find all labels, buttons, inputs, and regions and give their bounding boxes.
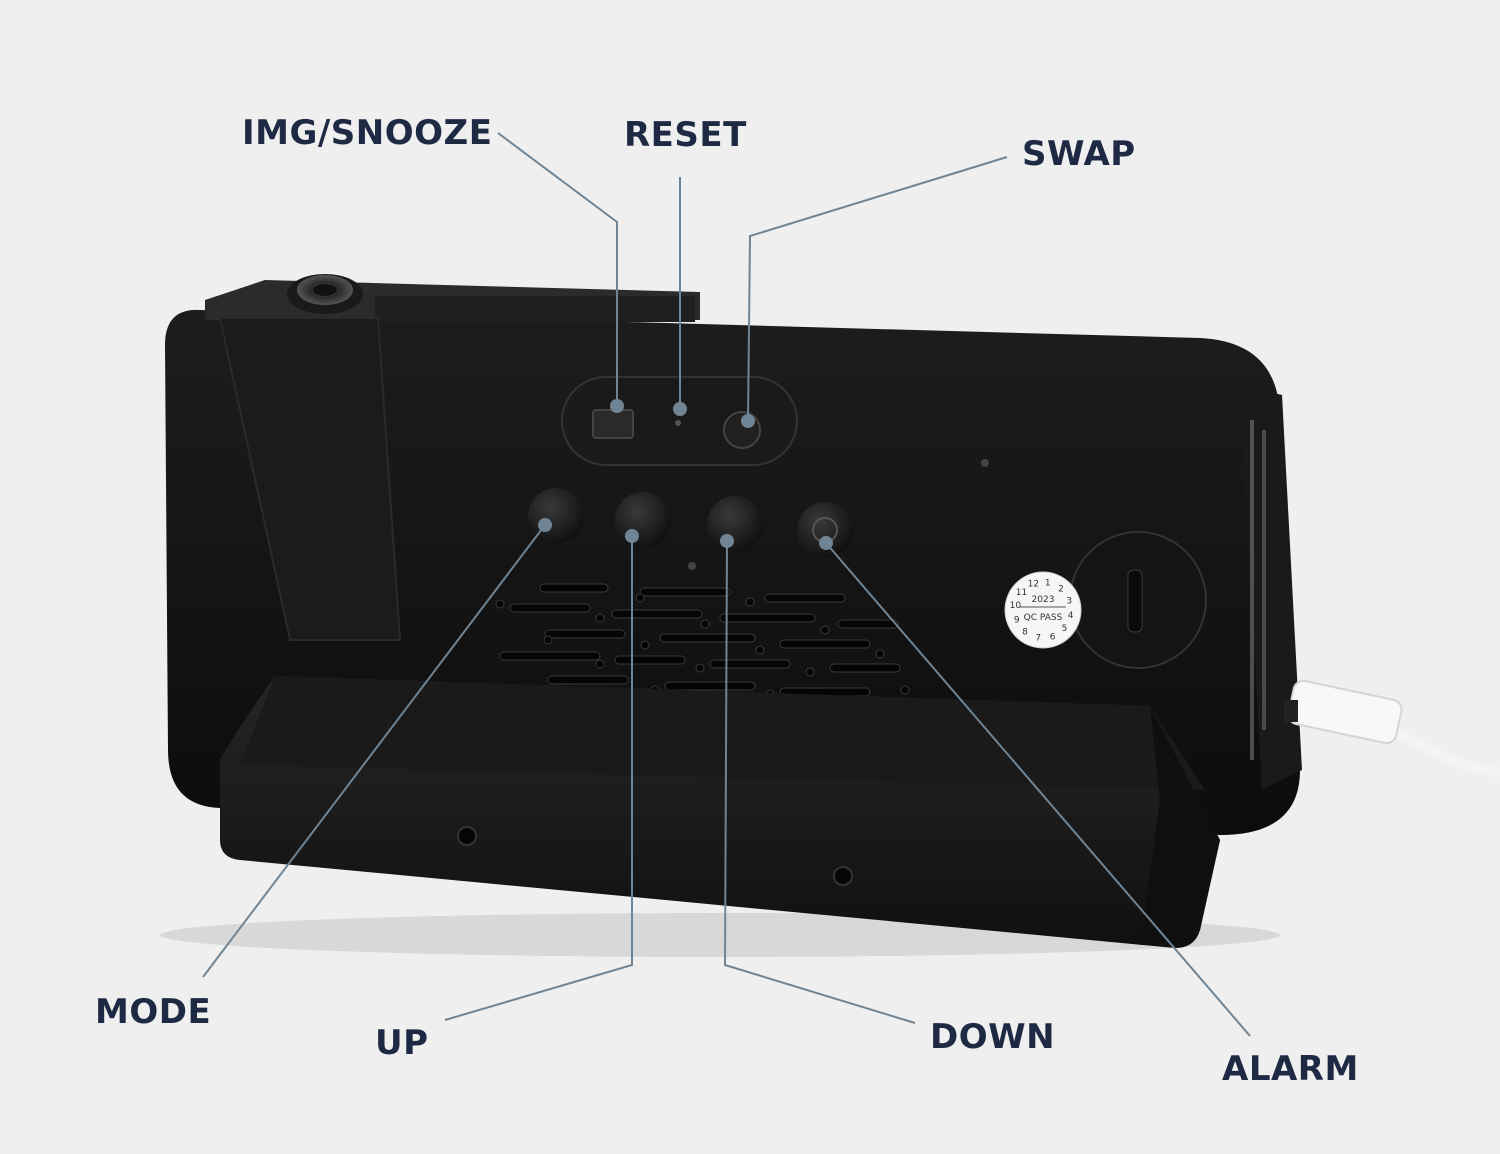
battery-slot bbox=[1127, 569, 1143, 633]
small-hole bbox=[688, 562, 696, 570]
mic-hole bbox=[981, 459, 989, 467]
dial-number: 7 bbox=[1035, 634, 1041, 644]
dial-number: 12 bbox=[1028, 580, 1039, 590]
mode-label: MODE bbox=[95, 992, 212, 1032]
stand-screw-left bbox=[457, 826, 477, 846]
projector-flap bbox=[218, 317, 402, 641]
dial-number: 8 bbox=[1022, 628, 1028, 638]
up-leader bbox=[444, 536, 633, 1021]
usb-cable bbox=[1284, 679, 1500, 777]
up-label: UP bbox=[375, 1023, 429, 1063]
swap-leader bbox=[747, 156, 1008, 421]
leader-dots bbox=[538, 399, 833, 550]
alarm-button bbox=[797, 502, 853, 558]
side-label bbox=[1250, 420, 1266, 760]
reset-label: RESET bbox=[624, 115, 747, 155]
dial-number: 1 bbox=[1045, 578, 1051, 588]
dial-number: 10 bbox=[1010, 601, 1022, 611]
alarm-leader bbox=[825, 542, 1251, 1037]
swap-label: SWAP bbox=[1022, 134, 1136, 174]
front-buttons bbox=[528, 488, 853, 558]
down-leader bbox=[723, 540, 916, 1024]
img-snooze-leader bbox=[497, 132, 618, 405]
reset-hole bbox=[675, 420, 681, 426]
alarm-label: ALARM bbox=[1222, 1049, 1359, 1089]
lens-center bbox=[313, 284, 337, 296]
dial-number: 2 bbox=[1058, 585, 1064, 595]
down-label: DOWN bbox=[930, 1017, 1056, 1057]
top-plate bbox=[375, 296, 695, 322]
mode-leader bbox=[202, 524, 546, 978]
dial-number: 4 bbox=[1068, 611, 1074, 621]
img-snooze-label: IMG/SNOOZE bbox=[242, 113, 493, 153]
dial-number: 9 bbox=[1014, 616, 1020, 626]
stand-screw-right bbox=[833, 866, 853, 886]
clock-side bbox=[1240, 385, 1302, 790]
sticker-year: 2023 bbox=[1032, 595, 1055, 605]
dial-number: 5 bbox=[1062, 624, 1068, 634]
img-snooze-button bbox=[592, 409, 634, 439]
up-button bbox=[615, 492, 671, 548]
dial-number: 6 bbox=[1050, 632, 1056, 642]
leader-lines bbox=[202, 132, 1251, 1037]
dial-number: 3 bbox=[1066, 596, 1072, 606]
dial-number: 11 bbox=[1016, 588, 1027, 598]
stand-side bbox=[1140, 706, 1220, 945]
sticker-qc: QC PASS bbox=[1024, 613, 1063, 623]
down-button bbox=[707, 496, 763, 552]
